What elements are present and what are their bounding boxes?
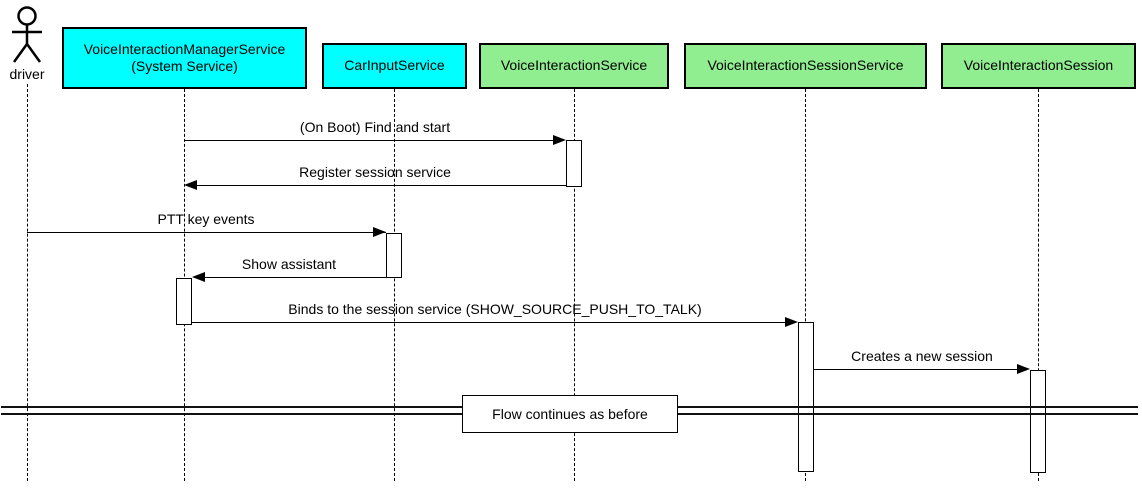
lifeline-voice-interaction-session <box>1038 89 1039 481</box>
participant-box-voice-interaction-session: VoiceInteractionSession <box>941 43 1136 89</box>
arrowhead-left-icon <box>192 272 205 282</box>
message-label: Binds to the session service (SHOW_SOURC… <box>288 301 702 317</box>
participant-label: VoiceInteractionManagerService (System S… <box>83 40 286 75</box>
arrowhead-right-icon <box>553 135 566 145</box>
message-line <box>27 232 386 233</box>
lifeline-voice-interaction-session-service <box>805 89 806 481</box>
actor-label: driver <box>9 66 45 82</box>
arrowhead-right-icon <box>785 317 798 327</box>
participant-box-voice-interaction-session-service: VoiceInteractionSessionService <box>684 43 927 89</box>
activation-voice-interaction-session <box>1030 370 1046 473</box>
participant-label: VoiceInteractionService <box>500 57 648 74</box>
arrowhead-right-icon <box>1017 364 1030 374</box>
activation-voice-interaction-service <box>566 140 582 187</box>
lifeline-car-input-service <box>393 89 395 481</box>
divider-label-box: Flow continues as before <box>462 395 678 433</box>
message-line <box>194 185 566 186</box>
message-line <box>814 369 1020 370</box>
participant-label: CarInputService <box>344 57 445 74</box>
actor-stick-figure-icon <box>12 6 42 63</box>
message-line <box>202 277 386 278</box>
participant-box-car-input-service: CarInputService <box>322 43 467 89</box>
activation-voice-interaction-manager-service <box>176 278 192 325</box>
participant-box-voice-interaction-manager-service: VoiceInteractionManagerService (System S… <box>62 27 307 89</box>
participant-box-voice-interaction-service: VoiceInteractionService <box>479 43 669 89</box>
message-label: Register session service <box>299 164 451 180</box>
participant-label: VoiceInteractionSession <box>963 57 1114 74</box>
arrowhead-right-icon <box>373 227 386 237</box>
lifeline-driver <box>26 84 28 481</box>
arrowhead-left-icon <box>184 180 197 190</box>
message-label: PTT key events <box>157 211 255 227</box>
message-label: (On Boot) Find and start <box>299 119 451 135</box>
lifeline-voice-interaction-service <box>573 89 575 481</box>
message-label: Creates a new session <box>851 348 993 364</box>
message-label: Show assistant <box>241 256 337 272</box>
divider-label: Flow continues as before <box>492 406 648 422</box>
activation-car-input-service <box>386 233 402 278</box>
participant-label: VoiceInteractionSessionService <box>707 57 904 74</box>
message-line <box>184 140 556 141</box>
activation-voice-interaction-session-service <box>798 322 814 472</box>
message-line <box>192 322 788 323</box>
